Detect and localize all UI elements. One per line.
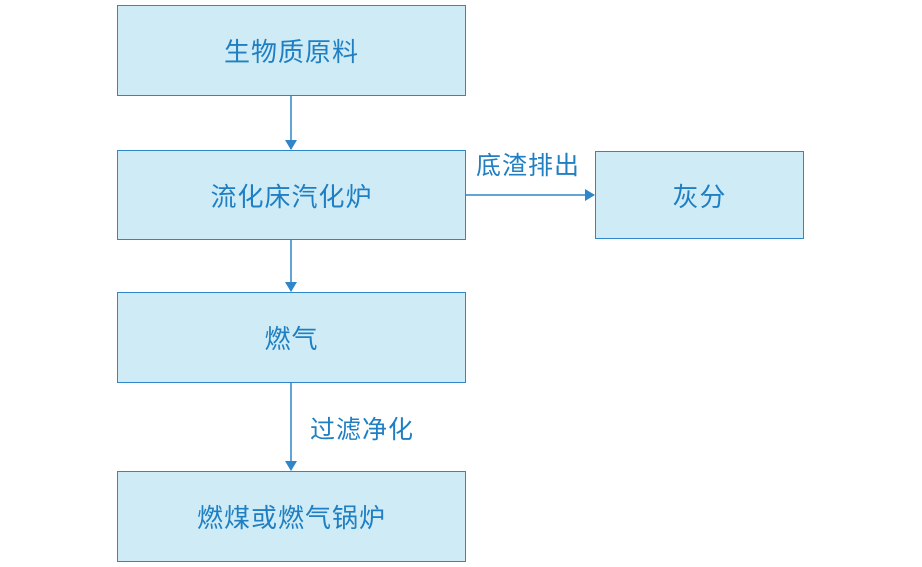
- node-gas-label: 燃气: [264, 325, 319, 355]
- edge-label-filter: 过滤净化: [310, 415, 415, 444]
- node-ash-label: 灰分: [672, 182, 727, 213]
- node-gasifier: 流化床汽化炉: [117, 150, 466, 240]
- node-biomass: 生物质原料: [117, 5, 466, 96]
- node-gasifier-label: 流化床汽化炉: [210, 182, 373, 213]
- node-gas: 燃气: [117, 292, 466, 383]
- node-boiler: 燃煤或燃气锅炉: [117, 471, 466, 562]
- node-boiler-label: 燃煤或燃气锅炉: [196, 504, 386, 534]
- node-ash: 灰分: [595, 151, 804, 239]
- edge-label-bottom-ash: 底渣排出: [476, 151, 581, 180]
- node-biomass-label: 生物质原料: [223, 38, 359, 68]
